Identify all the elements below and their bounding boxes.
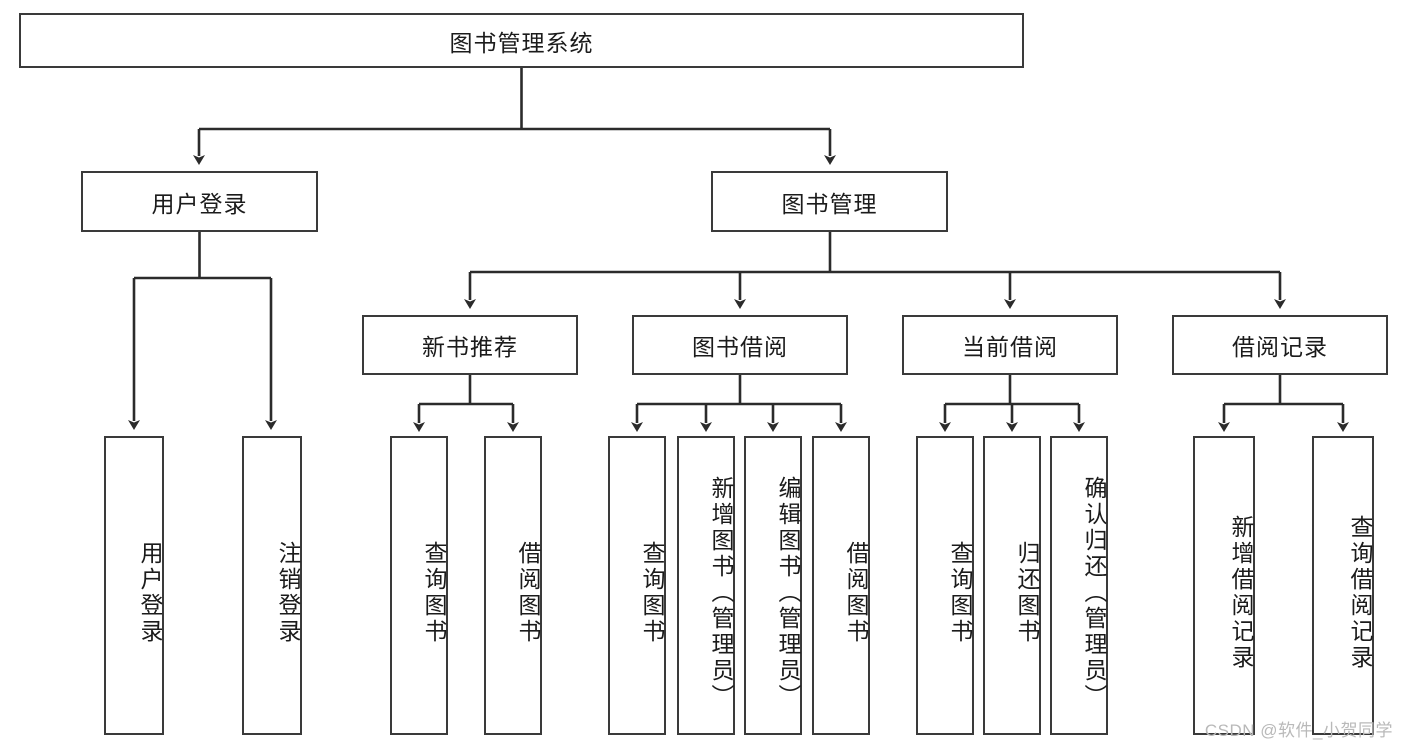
node-borrow-record-label: 借阅记录 bbox=[1232, 334, 1328, 360]
node-root[interactable]: 图书管理系统 bbox=[19, 13, 1024, 68]
leaf-query-book-3[interactable]: 查询图书 bbox=[916, 436, 974, 735]
leaf-user-login-label: 用户登录 bbox=[137, 540, 163, 645]
leaf-query-book-1[interactable]: 查询图书 bbox=[390, 436, 448, 735]
node-borrow-record[interactable]: 借阅记录 bbox=[1172, 315, 1388, 375]
leaf-borrow-book-2[interactable]: 借阅图书 bbox=[812, 436, 870, 735]
leaf-add-book-label: 新增图书（管理员） bbox=[708, 475, 734, 710]
node-current-borrow[interactable]: 当前借阅 bbox=[902, 315, 1118, 375]
leaf-borrow-book-1[interactable]: 借阅图书 bbox=[484, 436, 542, 735]
leaf-return-book[interactable]: 归还图书 bbox=[983, 436, 1041, 735]
leaf-query-borrow-record-label: 查询借阅记录 bbox=[1347, 514, 1373, 671]
node-new-book-recommend-label: 新书推荐 bbox=[422, 334, 518, 360]
leaf-return-book-label: 归还图书 bbox=[1014, 540, 1040, 645]
leaf-add-borrow-record-label: 新增借阅记录 bbox=[1228, 514, 1254, 671]
leaf-borrow-book-1-label: 借阅图书 bbox=[515, 540, 541, 645]
leaf-add-borrow-record[interactable]: 新增借阅记录 bbox=[1193, 436, 1255, 735]
leaf-confirm-return-label: 确认归还（管理员） bbox=[1081, 475, 1107, 710]
leaf-edit-book-label: 编辑图书（管理员） bbox=[775, 475, 801, 710]
node-current-borrow-label: 当前借阅 bbox=[962, 334, 1058, 360]
leaf-query-book-2[interactable]: 查询图书 bbox=[608, 436, 666, 735]
leaf-query-borrow-record[interactable]: 查询借阅记录 bbox=[1312, 436, 1374, 735]
node-user-login-label: 用户登录 bbox=[151, 190, 248, 217]
leaf-user-login[interactable]: 用户登录 bbox=[104, 436, 164, 735]
node-book-borrow[interactable]: 图书借阅 bbox=[632, 315, 848, 375]
leaf-edit-book[interactable]: 编辑图书（管理员） bbox=[744, 436, 802, 735]
node-book-manage-label: 图书管理 bbox=[781, 190, 878, 217]
node-new-book-recommend[interactable]: 新书推荐 bbox=[362, 315, 578, 375]
node-root-label: 图书管理系统 bbox=[449, 29, 594, 56]
node-book-manage[interactable]: 图书管理 bbox=[711, 171, 948, 232]
leaf-add-book[interactable]: 新增图书（管理员） bbox=[677, 436, 735, 735]
leaf-user-logout[interactable]: 注销登录 bbox=[242, 436, 302, 735]
node-book-borrow-label: 图书借阅 bbox=[692, 334, 788, 360]
node-user-login[interactable]: 用户登录 bbox=[81, 171, 318, 232]
leaf-query-book-2-label: 查询图书 bbox=[639, 540, 665, 645]
leaf-borrow-book-2-label: 借阅图书 bbox=[843, 540, 869, 645]
leaf-query-book-3-label: 查询图书 bbox=[947, 540, 973, 645]
leaf-user-logout-label: 注销登录 bbox=[275, 540, 301, 645]
leaf-confirm-return[interactable]: 确认归还（管理员） bbox=[1050, 436, 1108, 735]
leaf-query-book-1-label: 查询图书 bbox=[421, 540, 447, 645]
